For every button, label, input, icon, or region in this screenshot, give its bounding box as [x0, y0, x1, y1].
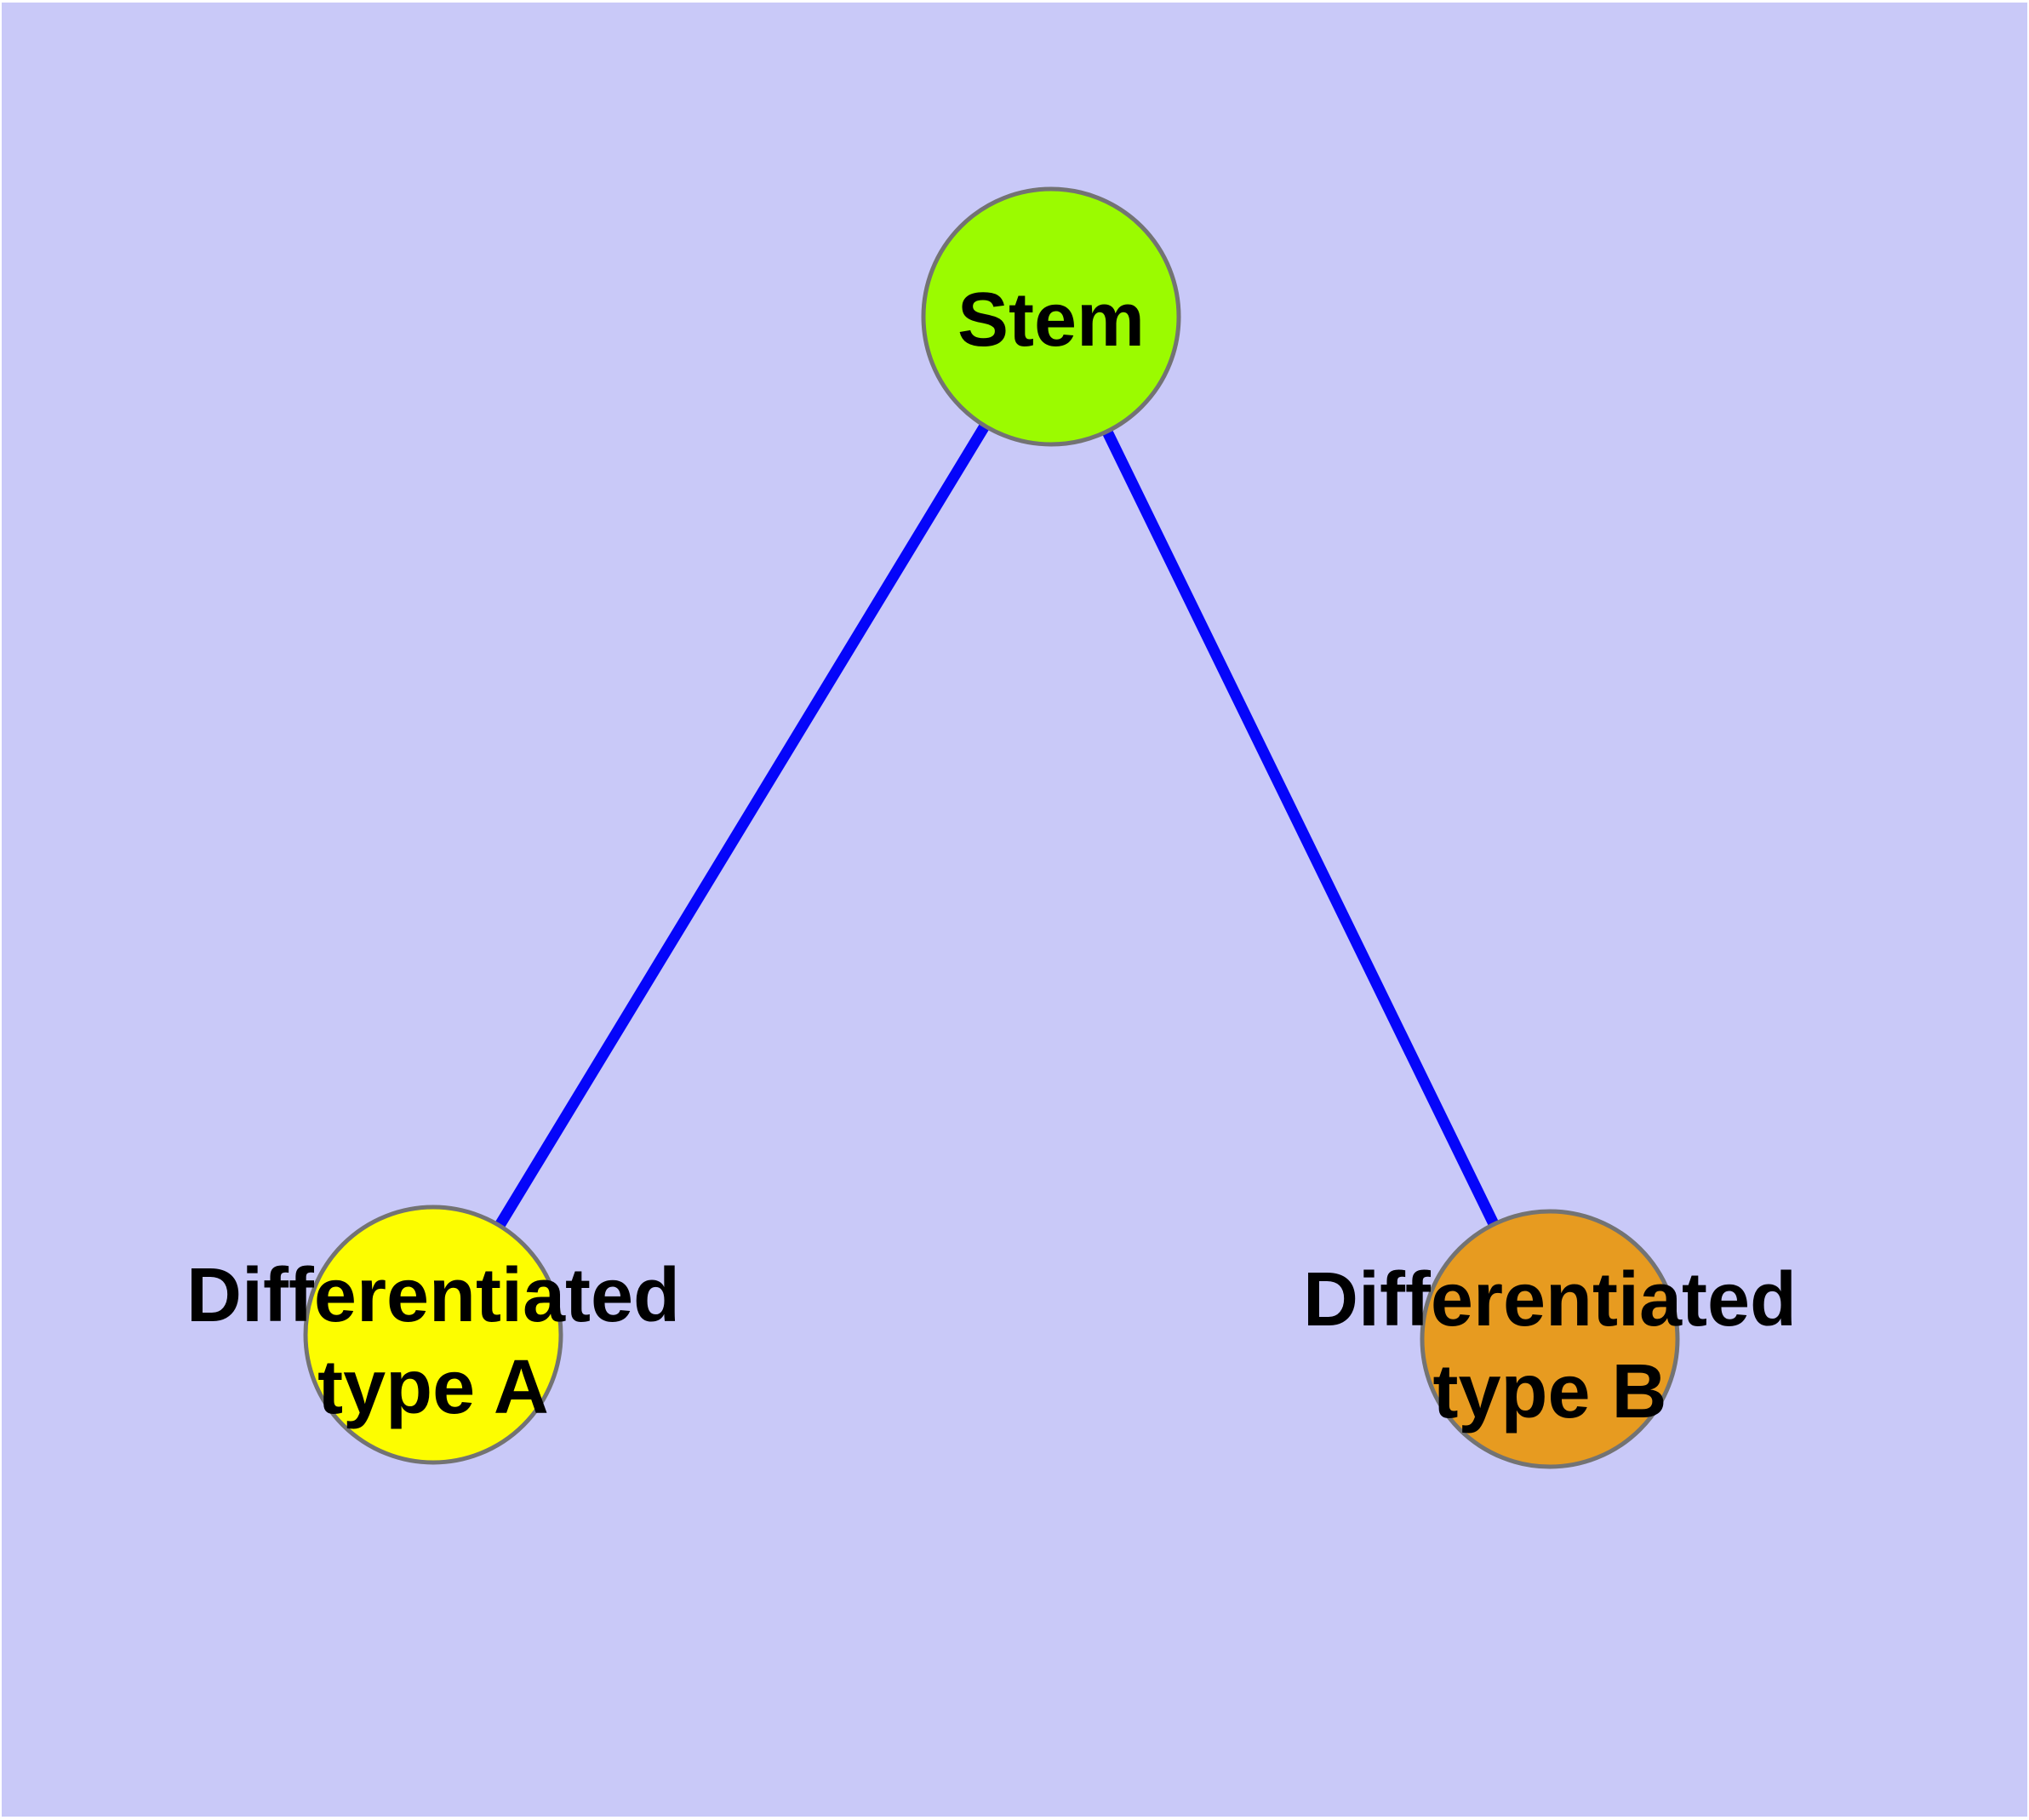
node-differentiated-type-a[interactable]: Differentiated type A	[186, 1205, 680, 1465]
node-differentiated-type-b-circle[interactable]	[1420, 1209, 1680, 1469]
node-differentiated-type-a-label-line2: type A	[317, 1345, 549, 1430]
node-differentiated-type-a-label-line1: Differentiated	[186, 1253, 680, 1338]
node-differentiated-type-a-circle[interactable]	[303, 1205, 563, 1465]
edge-group	[428, 313, 1555, 1342]
edge-stem-to-differentiated-type-a	[428, 313, 1056, 1338]
edge-stem-to-differentiated-type-b	[1046, 314, 1555, 1342]
node-differentiated-type-b-label-line2: type B	[1432, 1349, 1666, 1434]
node-differentiated-type-b[interactable]: Differentiated type B	[1303, 1209, 1797, 1469]
node-stem-circle[interactable]	[921, 186, 1181, 447]
node-stem-label: Stem	[957, 278, 1145, 363]
node-differentiated-type-b-label-line1: Differentiated	[1303, 1257, 1797, 1342]
node-stem[interactable]: Stem	[921, 186, 1181, 447]
